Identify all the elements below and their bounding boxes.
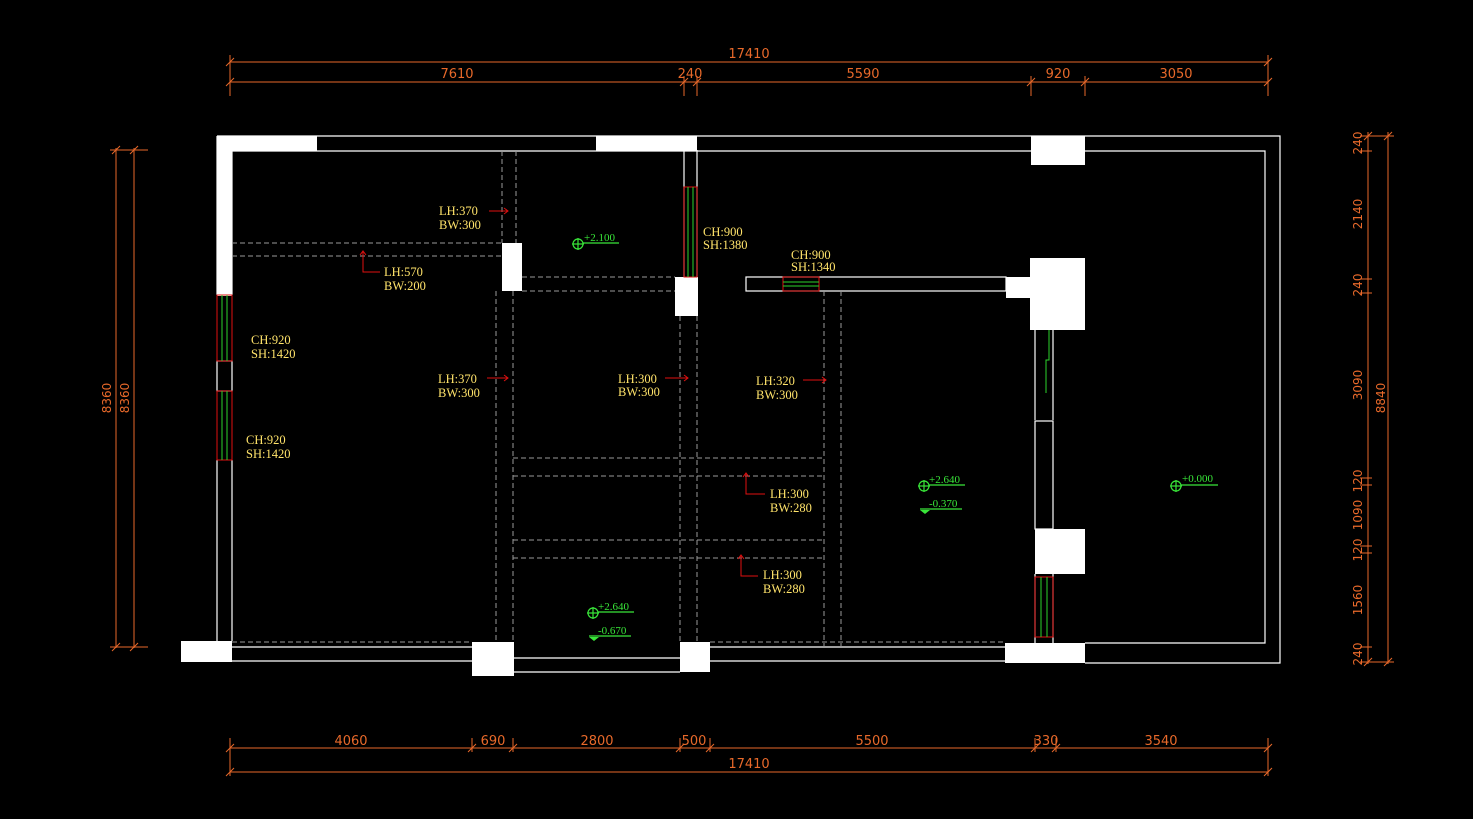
bottom-seg-5: 5500 [855, 734, 888, 749]
bottom-seg-1: 4060 [334, 734, 367, 749]
bottom-seg-4: 500 [682, 734, 707, 749]
top-seg-4: 920 [1046, 67, 1071, 82]
top-seg-3: 5590 [846, 67, 879, 82]
columns [181, 136, 1085, 676]
bottom-seg-7: 3540 [1144, 734, 1177, 749]
level-4-label: +0.000 [1182, 473, 1213, 485]
beam-e-bw: BW:300 [756, 388, 798, 402]
beam-lines [232, 151, 1005, 647]
beam-f-bw: BW:280 [770, 501, 812, 515]
level-2-sub-label: -0.370 [929, 498, 958, 510]
window-d-sh: SH:1420 [246, 447, 290, 461]
top-seg-2: 240 [678, 67, 703, 82]
right-seg-2: 2140 [1351, 199, 1365, 230]
bottom-seg-3: 2800 [580, 734, 613, 749]
bottom-dimensions: 4060 690 2800 500 5500 330 3540 17410 [225, 734, 1273, 777]
top-dimensions: 17410 7610 240 5590 920 3050 [225, 47, 1273, 96]
window-a-ch: CH:900 [703, 225, 743, 239]
level-3-label: +2.640 [598, 601, 629, 613]
window-c-ch: CH:920 [251, 333, 291, 347]
left-dimensions: 8360 8360 [100, 145, 148, 652]
beam-c-lh: LH:370 [438, 372, 477, 386]
right-seg-3: 240 [1351, 274, 1365, 297]
bottom-seg-6: 330 [1034, 734, 1059, 749]
right-seg-9: 240 [1351, 643, 1365, 666]
level-2-label: +2.640 [929, 474, 960, 486]
right-seg-6: 1090 [1351, 500, 1365, 531]
window-b-ch: CH:900 [791, 248, 831, 262]
right-seg-5: 120 [1351, 470, 1365, 493]
right-seg-1: 240 [1351, 132, 1365, 155]
top-total-label: 17410 [728, 47, 769, 62]
beam-d-bw: BW:300 [618, 385, 660, 399]
right-seg-7: 120 [1351, 539, 1365, 562]
beam-f-lh: LH:300 [770, 487, 809, 501]
window-d-ch: CH:920 [246, 433, 286, 447]
beam-g-bw: BW:280 [763, 582, 805, 596]
beam-g-lh: LH:300 [763, 568, 802, 582]
left-inner-label: 8360 [118, 383, 132, 414]
level-markers: +2.100 +2.640 -0.370 +2.640 -0.670 [572, 232, 1218, 641]
level-symbol-icon [587, 607, 634, 641]
window-c-sh: SH:1420 [251, 347, 295, 361]
bottom-total-label: 17410 [728, 757, 769, 772]
bottom-seg-2: 690 [481, 734, 506, 749]
window-annotations: CH:900 SH:1380 CH:900 SH:1340 CH:920 SH:… [246, 225, 835, 461]
window-b-sh: SH:1340 [791, 260, 835, 274]
level-symbol-icon [918, 480, 965, 514]
top-seg-5: 3050 [1159, 67, 1192, 82]
beam-b-bw: BW:200 [384, 279, 426, 293]
beam-d-lh: LH:300 [618, 372, 657, 386]
beam-a-bw: BW:300 [439, 218, 481, 232]
beam-a-lh: LH:370 [439, 204, 478, 218]
level-symbol-icon [1170, 480, 1218, 492]
level-1-label: +2.100 [584, 232, 615, 244]
beam-b-lh: LH:570 [384, 265, 423, 279]
beam-e-lh: LH:320 [756, 374, 795, 388]
window-a-sh: SH:1380 [703, 238, 747, 252]
right-seg-8: 1560 [1351, 585, 1365, 616]
top-seg-1: 7610 [440, 67, 473, 82]
left-outer-label: 8360 [100, 383, 114, 414]
walls [216, 135, 1281, 673]
beam-c-bw: BW:300 [438, 386, 480, 400]
level-3-sub-label: -0.670 [598, 625, 627, 637]
right-seg-4: 3090 [1351, 370, 1365, 401]
right-total-label: 8840 [1374, 383, 1388, 414]
right-dimensions: 240 2140 240 3090 120 1090 120 1560 240 … [1351, 132, 1394, 667]
level-symbol-icon [572, 238, 619, 250]
windows [216, 186, 1054, 638]
beam-annotations: LH:370 BW:300 LH:570 BW:200 LH:370 BW:30… [359, 204, 827, 596]
